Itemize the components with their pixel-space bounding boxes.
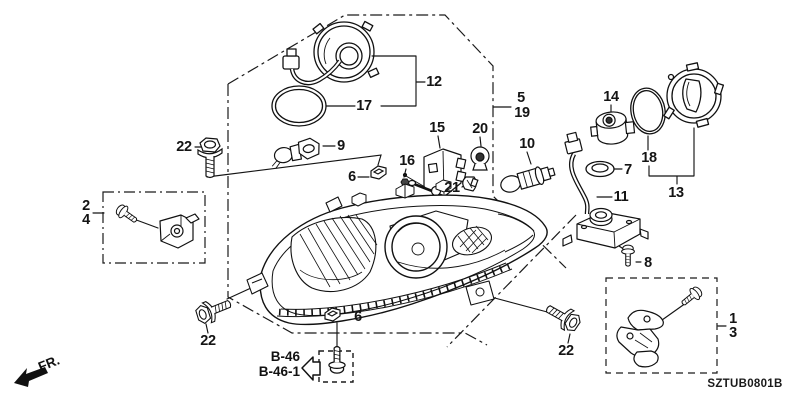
part-14-socket [590,111,636,145]
part-10-bulb [500,166,556,193]
part-6-clip-upper [370,165,387,180]
part-9-bulb [271,137,320,169]
part-18-oring [630,87,666,135]
part-callout: 9 [337,138,345,154]
part-boxes [102,191,718,383]
part-callout: 1 [729,311,737,327]
part-2-4-box [102,191,206,264]
part-callout: 12 [426,74,442,90]
part-callout: 6 [348,169,356,185]
part-callout: 2 [82,198,90,214]
part-1-3-box [605,277,718,374]
part-callout: 22 [176,139,192,155]
part-callout: 14 [603,89,619,105]
part-callout: 19 [514,105,530,121]
part-20-socket [470,146,490,171]
part-callout: 15 [429,120,445,136]
reference-section-labels: B-46 B-46-1 [259,349,300,379]
part-callout: 7 [624,162,632,178]
part-7-grommet [585,160,615,178]
part-12-retainer-ring [282,20,380,86]
part-callout: 22 [200,333,216,349]
part-callout: 18 [641,150,657,166]
part-22-bolt-top [197,137,223,179]
part-21-bulb [462,176,479,192]
fr-arrow-icon [14,367,48,387]
part-callout: 10 [519,136,535,152]
part-11-igniter-ballast [562,131,649,249]
part-22-bolt-bottom-right [541,298,585,336]
part-13-cover [663,62,725,128]
part-callout: 22 [558,343,574,359]
part-callout: 17 [356,98,372,114]
part-callout: 5 [517,90,525,106]
ref-label-b46: B-46 [270,349,300,364]
part-callout: 11 [613,189,629,205]
part-17-oring [271,85,327,127]
ref-label-b46-1: B-46-1 [258,364,300,379]
part-callout: 4 [82,212,90,228]
b46-ref-arrow [301,356,321,381]
b46-ref-box [318,350,354,383]
part-2-4-bracket [113,201,200,249]
part-15-adjuster-motor [402,148,467,197]
part-1-3-bracket [616,283,705,368]
headlight-assembly [246,179,548,326]
part-callout: 16 [399,153,415,169]
part-callout: 13 [668,185,684,201]
drawing-code: SZTUB0801B [707,378,783,390]
part-callout: 21 [444,180,460,196]
part-callout: 6 [354,309,362,325]
part-callout: 20 [472,121,488,137]
assembly-boundary [227,14,577,348]
part-callout: 3 [729,325,737,341]
part-callout: 8 [644,255,652,271]
part-8-screw [621,244,635,267]
